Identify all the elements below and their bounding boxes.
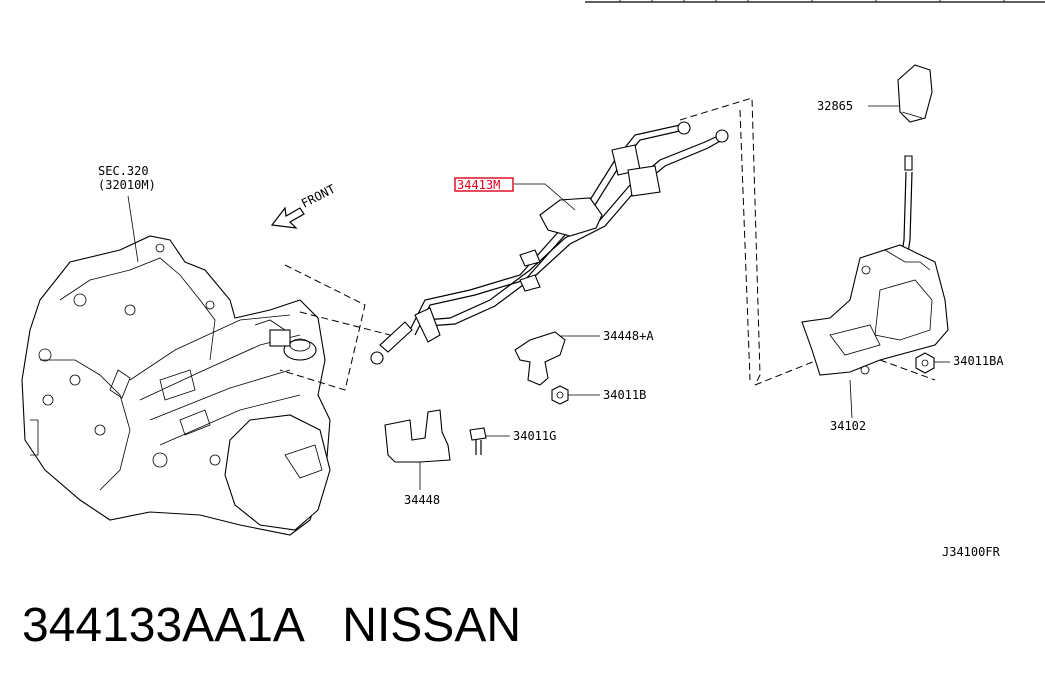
part-caption: 344133AA1A NISSAN bbox=[22, 598, 521, 653]
nut-34011b bbox=[551, 385, 569, 405]
label-front: FRONT bbox=[299, 182, 338, 211]
figure-code: J34100FR bbox=[942, 545, 1001, 559]
bracket-34448a bbox=[514, 331, 566, 386]
highlight-box bbox=[454, 177, 514, 192]
shifter-assembly bbox=[801, 171, 949, 376]
label-34011g: 34011G bbox=[513, 429, 556, 443]
header-table-fragment bbox=[585, 0, 1045, 3]
nut-34011ba bbox=[915, 352, 935, 374]
shift-knob bbox=[897, 64, 933, 171]
control-cable bbox=[370, 121, 729, 365]
label-sec: SEC.320 bbox=[98, 164, 149, 178]
bracket-34448 bbox=[384, 409, 451, 463]
front-arrow bbox=[270, 206, 305, 229]
label-sec-code: (32010M) bbox=[98, 178, 156, 192]
connection-dashed-lines bbox=[279, 264, 391, 391]
label-34102: 34102 bbox=[830, 419, 866, 433]
transaxle-assembly bbox=[21, 195, 331, 536]
label-34448: 34448 bbox=[404, 493, 440, 507]
bolt-34011g bbox=[469, 427, 487, 455]
caption-brand: NISSAN bbox=[342, 599, 521, 652]
caption-spacer bbox=[302, 599, 342, 652]
label-34448a: 34448+A bbox=[603, 329, 654, 343]
label-32865: 32865 bbox=[817, 99, 853, 113]
label-34011b: 34011B bbox=[603, 388, 646, 402]
label-34413m[interactable]: 34413M bbox=[457, 178, 500, 192]
caption-part-number: 344133AA1A bbox=[22, 599, 303, 652]
leader-lines bbox=[419, 105, 950, 490]
label-34011ba: 34011BA bbox=[953, 354, 1004, 368]
